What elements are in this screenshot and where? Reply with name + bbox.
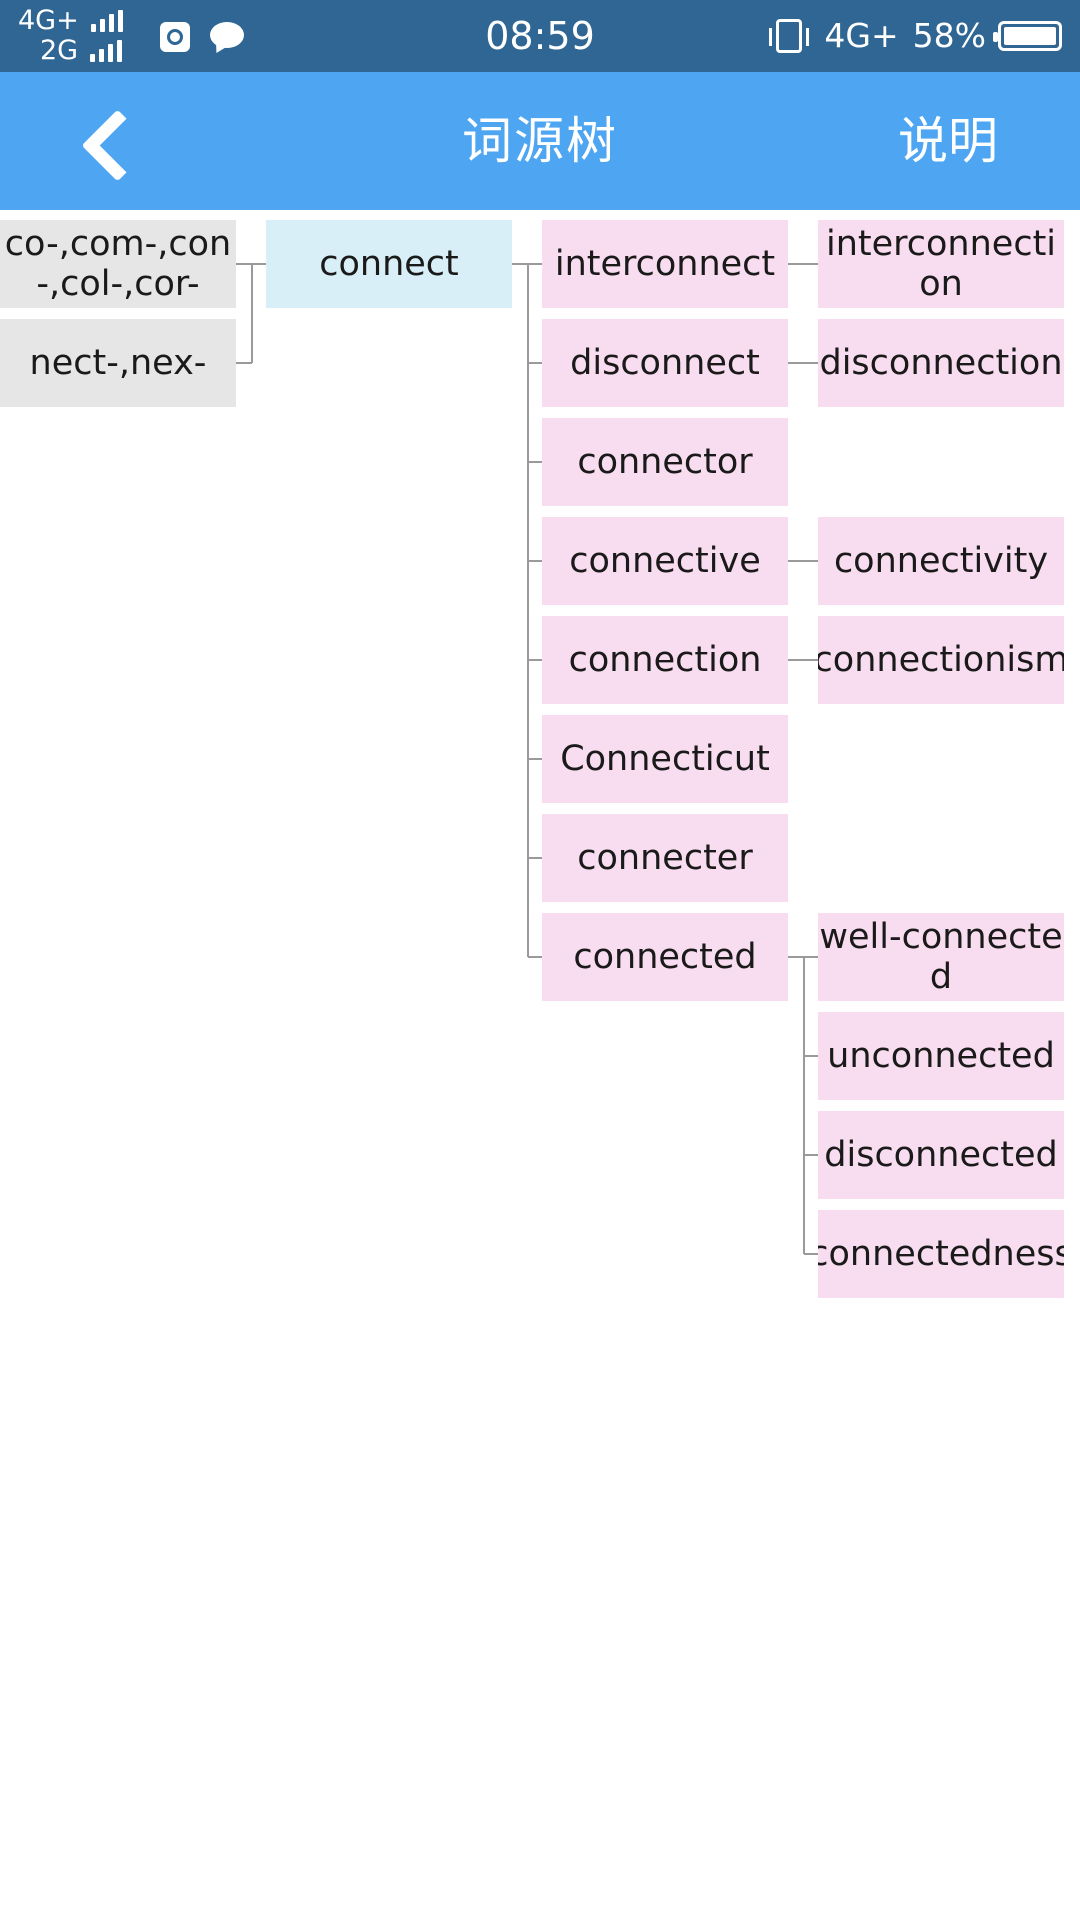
tree-node-connect[interactable]: connect — [266, 220, 512, 308]
tree-connector-lines — [236, 263, 818, 1255]
vibrate-icon — [769, 19, 810, 53]
page-title: 词源树 — [462, 112, 618, 170]
tree-node-nect-nex[interactable]: nect-,nex- — [0, 319, 236, 407]
tree-node-connecter[interactable]: connecter — [542, 814, 788, 902]
tree-node-interconnection[interactable]: interconnection — [818, 220, 1064, 308]
tree-node-interconnect[interactable]: interconnect — [542, 220, 788, 308]
tree-node-unconnected[interactable]: unconnected — [818, 1012, 1064, 1100]
signal-bars-icon — [90, 10, 123, 32]
battery-icon — [993, 21, 1062, 51]
speedometer-icon — [160, 22, 190, 52]
tree-node-connected[interactable]: connected — [542, 913, 788, 1001]
network-type-primary: 4G+ — [18, 5, 79, 36]
tree-node-connecticut[interactable]: Connecticut — [542, 715, 788, 803]
navigation-bar: 词源树 说明 — [0, 72, 1080, 210]
clock: 08:59 — [485, 14, 595, 58]
signal-bars-icon-secondary — [90, 40, 123, 62]
etymology-tree: co-,com-,con-,col-,cor-nect-,nex-connect… — [0, 210, 1080, 1920]
tree-node-disconnected[interactable]: disconnected — [818, 1111, 1064, 1199]
tree-node-well-connected[interactable]: well-connected — [818, 913, 1064, 1001]
status-right-group: 4G+ 58% — [769, 14, 1062, 58]
network-indicator: 4G+ 2G — [18, 6, 123, 66]
tree-node-disconnect[interactable]: disconnect — [542, 319, 788, 407]
tree-node-connection[interactable]: connection — [542, 616, 788, 704]
tree-node-connectivity[interactable]: connectivity — [818, 517, 1064, 605]
battery-percentage: 58% — [912, 16, 986, 55]
tree-node-disconnection[interactable]: disconnection — [818, 319, 1064, 407]
status-bar: 4G+ 2G 08:59 4G+ 58% — [0, 0, 1080, 72]
tree-node-connectionism[interactable]: connectionism — [818, 616, 1064, 704]
tree-node-connective[interactable]: connective — [542, 517, 788, 605]
explanation-button[interactable]: 说明 — [898, 112, 998, 170]
tree-node-co-com-con-col-cor[interactable]: co-,com-,con-,col-,cor- — [0, 220, 236, 308]
chat-bubble-icon — [210, 22, 244, 48]
network-type-right: 4G+ — [824, 16, 899, 55]
network-type-secondary: 2G — [40, 35, 79, 66]
tree-node-connector[interactable]: connector — [542, 418, 788, 506]
tree-node-connectedness[interactable]: connectedness — [818, 1210, 1064, 1298]
